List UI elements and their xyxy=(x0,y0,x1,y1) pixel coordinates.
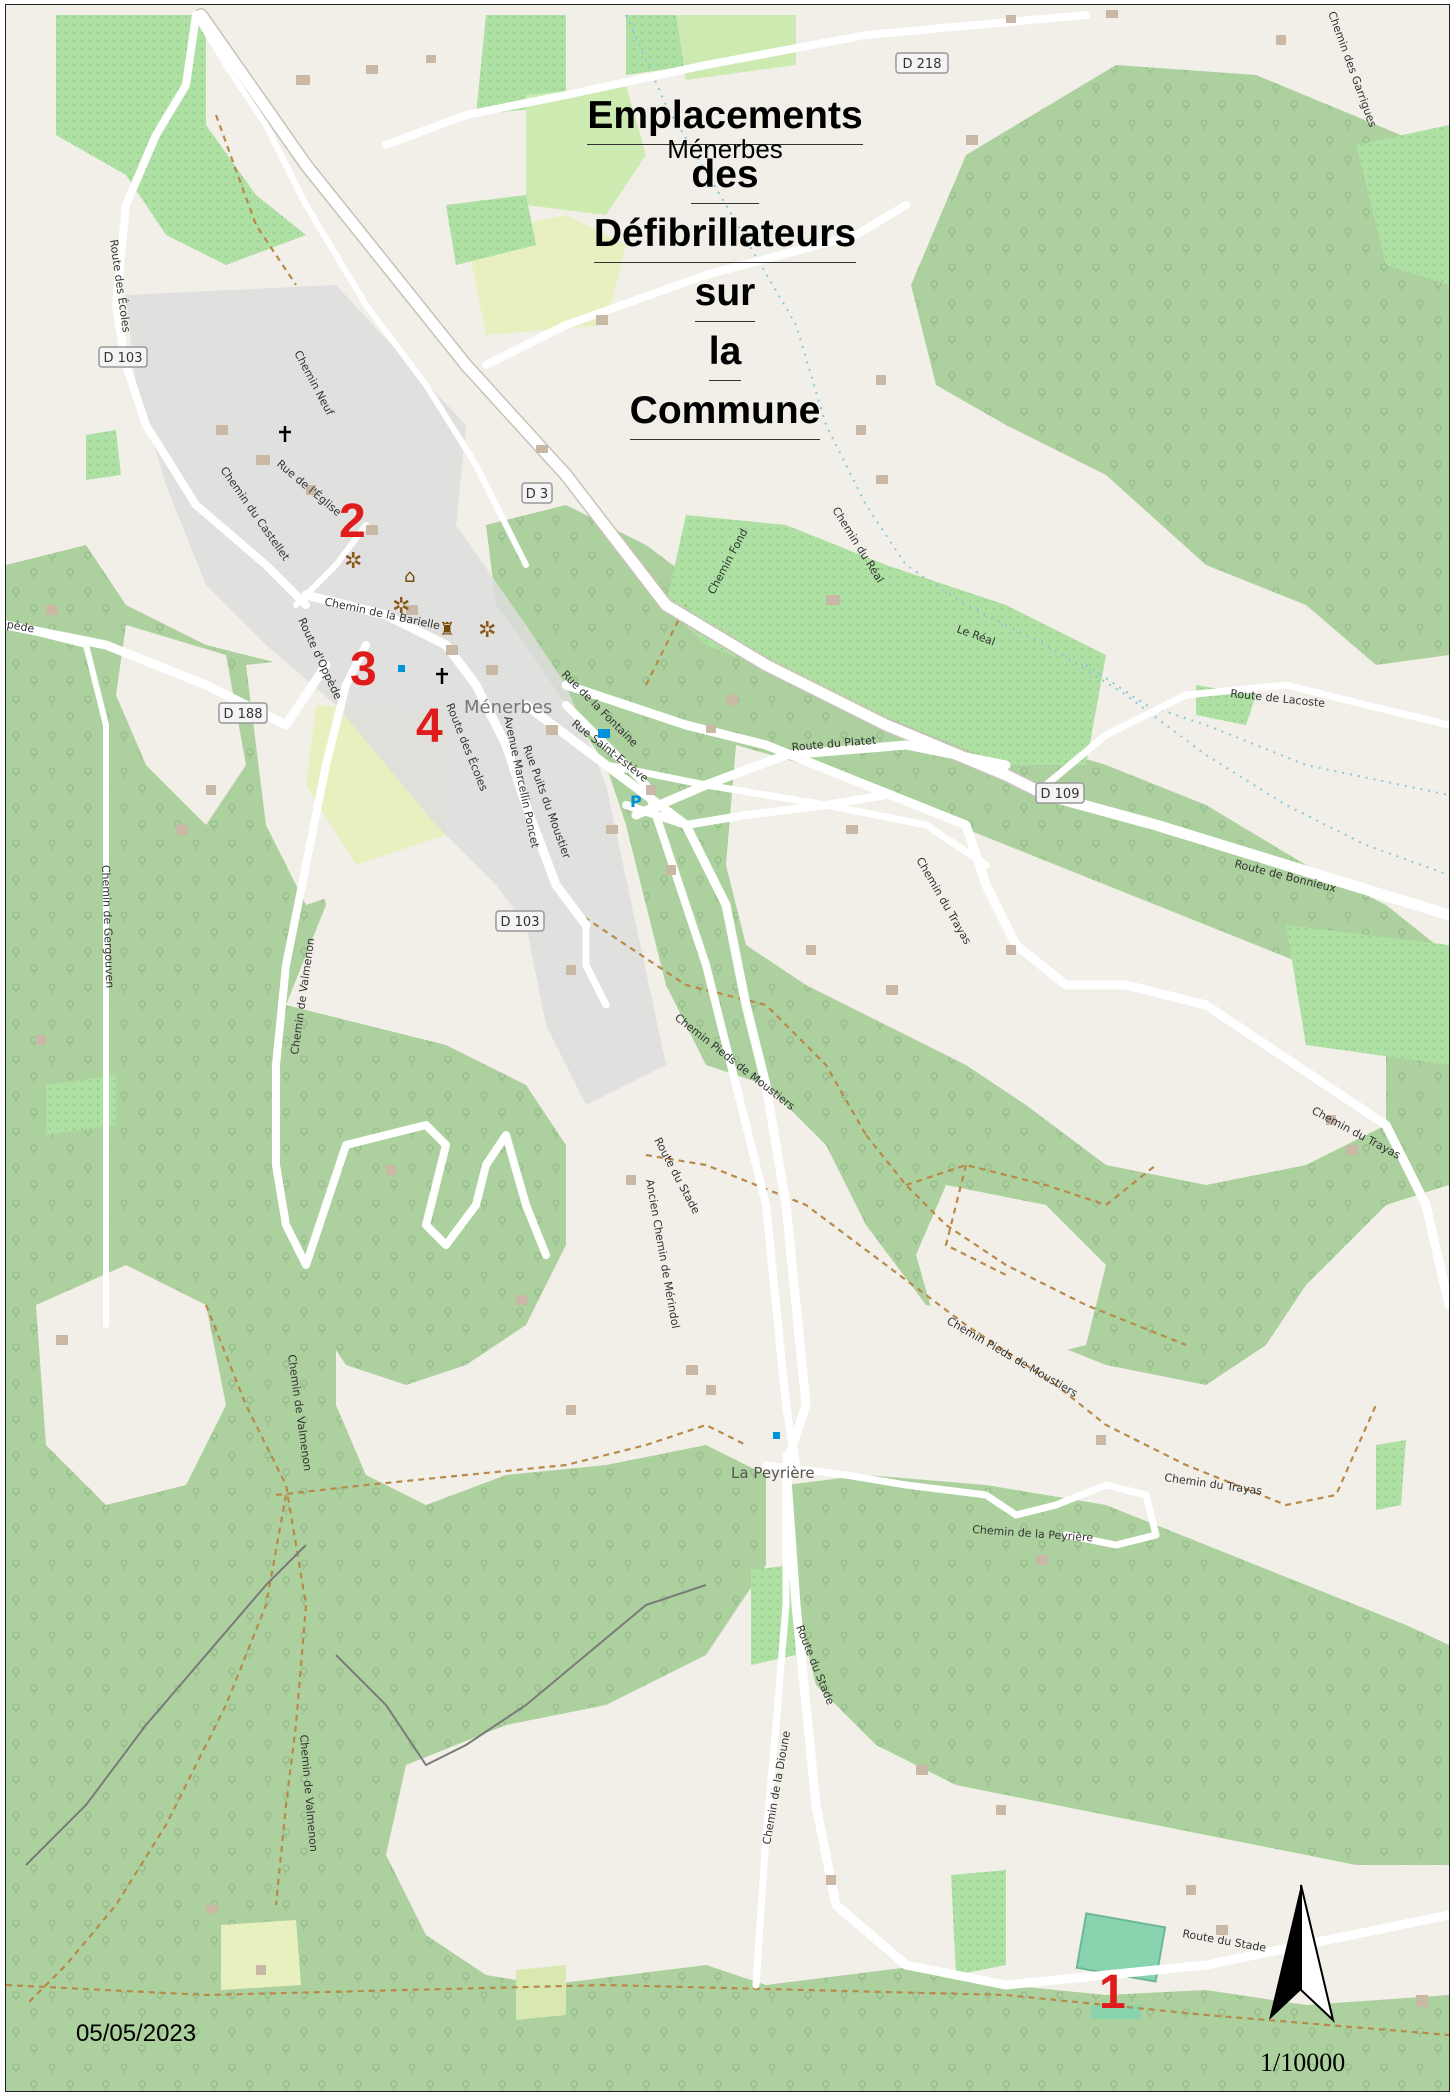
map-title: Emplacements des Défibrillateurs sur la … xyxy=(570,88,880,442)
title-line-4: sur xyxy=(694,265,756,322)
buildings xyxy=(36,10,1428,2007)
defibrillator-marker-2[interactable]: 2 xyxy=(339,495,366,548)
bus-stop-icon xyxy=(598,729,610,738)
footpaths xyxy=(6,114,1449,2037)
church-icon xyxy=(436,668,448,684)
title-line-1: Emplacements xyxy=(587,88,863,145)
map-date: 05/05/2023 xyxy=(76,2020,197,2047)
viewpoint-icon: ✲ ✲ ✲ xyxy=(344,549,496,643)
title-line-3: Défibrillateurs xyxy=(593,206,857,263)
title-line-6: Commune xyxy=(629,383,821,440)
defibrillator-marker-1[interactable]: 1 xyxy=(1099,1966,1126,2019)
shield-d109: D 109 xyxy=(1035,782,1085,804)
shield-d103-nw: D 103 xyxy=(98,346,148,368)
title-line-2: des xyxy=(691,147,759,204)
svg-text:D 188: D 188 xyxy=(224,707,263,722)
place-hamlet: La Peyrière xyxy=(731,1464,815,1482)
svg-text:D 218: D 218 xyxy=(903,57,942,72)
church-icon xyxy=(279,426,291,442)
castle-icon: ♜ xyxy=(439,619,455,640)
svg-text:✲: ✲ xyxy=(344,549,362,574)
svg-text:D 3: D 3 xyxy=(526,487,548,502)
svg-text:D 103: D 103 xyxy=(501,915,540,930)
svg-text:D 103: D 103 xyxy=(104,351,143,366)
title-line-5: la xyxy=(708,324,742,381)
svg-text:✲: ✲ xyxy=(478,618,496,643)
map-subtitle: Ménerbes xyxy=(667,134,783,164)
cliff-lines xyxy=(25,1544,707,1866)
museum-icon: ⌂ xyxy=(404,566,415,587)
map-scale: 1/10000 xyxy=(1260,2048,1346,2077)
parking-icon: P xyxy=(630,792,642,811)
defibrillator-marker-3[interactable]: 3 xyxy=(350,643,377,696)
map-frame: Route des Écoles Chemin Neuf Rue de l'Ég… xyxy=(5,4,1450,2092)
svg-text:✲: ✲ xyxy=(392,594,410,619)
defibrillator-marker-4[interactable]: 4 xyxy=(416,700,443,753)
svg-text:D 109: D 109 xyxy=(1041,787,1080,802)
shield-d218: D 218 xyxy=(895,52,949,74)
info-icon xyxy=(773,1432,780,1439)
shield-d103-s: D 103 xyxy=(495,910,545,932)
base-map[interactable]: Route des Écoles Chemin Neuf Rue de l'Ég… xyxy=(6,5,1449,2091)
place-town: Ménerbes xyxy=(464,697,552,718)
forest-areas xyxy=(6,65,1449,2091)
village-area xyxy=(126,285,666,1105)
shield-d188: D 188 xyxy=(218,702,268,724)
label-chemin-de-gergouven: Chemin de Gergouven xyxy=(99,865,116,989)
north-arrow-icon xyxy=(1269,1884,1335,2024)
shield-d3: D 3 xyxy=(521,482,553,504)
info-icon xyxy=(398,665,405,672)
water-courses xyxy=(625,14,1449,876)
road-network xyxy=(6,9,1449,1990)
